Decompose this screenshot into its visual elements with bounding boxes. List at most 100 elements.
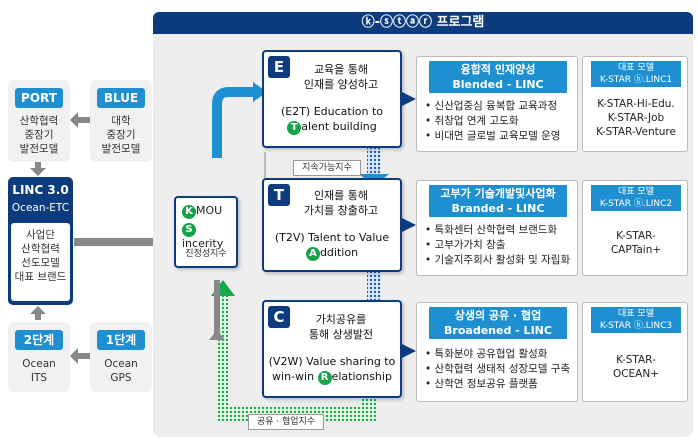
row-c-model: 대표 모델 K-STAR ⓑ.LINC3 K-STAR- OCEAN+	[582, 302, 688, 402]
row-c-model-head-1: 대표 모델	[618, 309, 654, 319]
row-c-model-head-2: K-STAR ⓑ.LINC3	[599, 321, 673, 331]
program-title: ⓚ-ⓢⓣⓐⓡ 프로그램	[153, 12, 693, 34]
row-e-dot-text: alent building	[301, 120, 377, 133]
row-c-dot-pre: win-win	[272, 370, 318, 383]
linc-label: LINC 3.0	[12, 183, 69, 197]
linc-text-2: 산학협력	[21, 243, 60, 255]
row-c-card: C 가치공유를 통해 상생발전 (V2W) Value sharing to w…	[262, 300, 402, 398]
row-e-model-head-2: K-STAR ⓑ.LINC1	[599, 75, 673, 85]
row-t-connector	[402, 218, 416, 232]
row-c-dot: R	[317, 371, 332, 385]
ks-caption: 진정성지수	[185, 249, 227, 259]
row-t-card: T 인재를 통해 가치를 창출하고 (T2V) Talent to Value …	[262, 178, 402, 272]
row-e-card-1: 교육을 통해	[313, 63, 369, 76]
linc-sub: Ocean-ETC	[11, 202, 70, 214]
arrow-blue-to-port	[70, 112, 90, 128]
port-text-2: 중장기	[24, 129, 54, 141]
stage1-text-2: GPS	[110, 372, 132, 384]
arrow-port-to-linc	[30, 162, 46, 176]
arrow-linc-to-program	[74, 232, 170, 252]
row-e-bullet-1: • 신산업중심 융복합 교육과정	[425, 100, 558, 112]
row-t-bullet-1: • 특화센터 산학협력 브랜드화	[425, 224, 558, 236]
linc-text-1: 사업단	[26, 229, 55, 241]
row-t-dot: A	[305, 247, 320, 261]
blue-text-1: 대학	[111, 115, 131, 127]
row-c-head: 상생의 공유 · 협업 Broadened - LINC	[429, 307, 567, 339]
row-t-model-2: CAPTain+	[610, 244, 662, 256]
row-t-dot-text: ddition	[319, 246, 359, 259]
row-e-model-1: K-STAR-Hi-Edu.	[597, 98, 675, 110]
row-c-dot-text: elationship	[331, 370, 392, 383]
row-e-head-2: Blended - LINC	[452, 78, 544, 91]
row-t-letter: T	[268, 184, 290, 206]
blue-text-2: 중장기	[106, 129, 136, 141]
row-e-model-2: K-STAR-Job	[607, 112, 665, 124]
row-e-bullet-3: • 비대면 글로벌 교육모델 운영	[425, 130, 561, 142]
row-t-model-head: 대표 모델 K-STAR ⓑ.LINC2	[591, 185, 681, 211]
row-e-model-3: K-STAR-Venture	[596, 126, 676, 138]
row-c-card-2: 통해 상생발전	[308, 328, 374, 341]
row-e-card-3: (E2T) Education to	[280, 105, 384, 118]
row-e-letter: E	[268, 56, 290, 78]
row-t-bullet-2: • 고부가가치 창출	[425, 239, 506, 251]
linc-box: LINC 3.0 Ocean-ETC 사업단 산학협력 선도모델 대표 브랜드	[8, 177, 73, 305]
port-label: PORT	[15, 88, 63, 108]
row-c-head-2: Broadened - LINC	[444, 324, 552, 337]
row-t-model-1: K-STAR-	[616, 230, 656, 242]
row-c-model-2: OCEAN+	[612, 368, 660, 380]
port-box: PORT 산학협력 중장기 발전모델	[8, 80, 70, 162]
row-c-head-1: 상생의 공유 · 협업	[454, 309, 542, 322]
sustain-index-label: 지속가능지수	[293, 160, 361, 176]
stage1-text-1: Ocean	[104, 358, 138, 370]
blue-label: BLUE	[97, 88, 145, 108]
row-e-model-head: 대표 모델 K-STAR ⓑ.LINC1	[591, 61, 681, 87]
k-dot: K	[182, 205, 196, 219]
s-text: incerity	[182, 237, 224, 250]
row-c-bullet-1: • 특화분야 공유협업 활성화	[425, 348, 548, 360]
row-t-bullet-3: • 기술지주회사 활성화 및 자립화	[425, 254, 571, 266]
row-e-model: 대표 모델 K-STAR ⓑ.LINC1 K-STAR-Hi-Edu. K-ST…	[582, 56, 688, 152]
share-index-label: 공유 · 협업지수	[248, 414, 324, 430]
row-c-model-1: K-STAR-	[616, 354, 656, 366]
row-t-model-head-1: 대표 모델	[618, 187, 654, 197]
stage2-box: 2단계 Ocean ITS	[8, 322, 70, 392]
row-t-head-1: 고부가 기술개발및사업화	[440, 187, 556, 200]
row-e-head: 융합적 인재양성 Blended - LINC	[429, 61, 567, 93]
row-e-card-2: 인재를 양성하고	[303, 78, 379, 91]
linc-text-3: 선도모델	[21, 257, 60, 269]
row-t-card-1: 인재를 통해	[313, 189, 369, 202]
s-row: Sincerity	[182, 222, 236, 250]
row-e-dot: T	[287, 121, 302, 135]
row-c-bullet-3: • 산학연 정보공유 플랫폼	[425, 378, 538, 390]
row-e-connector	[402, 92, 416, 106]
row-c-detail: 상생의 공유 · 협업 Broadened - LINC • 특화분야 공유협업…	[416, 302, 578, 402]
port-text-3: 발전모델	[19, 143, 59, 155]
row-c-model-head: 대표 모델 K-STAR ⓑ.LINC3	[591, 307, 681, 333]
row-c-card-1: 가치공유를	[315, 313, 367, 326]
arrow-stage2-to-linc	[30, 306, 46, 320]
linc-text-4: 대표 브랜드	[14, 271, 67, 283]
stage1-box: 1단계 Ocean GPS	[90, 322, 152, 392]
row-e-detail: 융합적 인재양성 Blended - LINC • 신산업중심 융복합 교육과정…	[416, 56, 578, 152]
row-t-model: 대표 모델 K-STAR ⓑ.LINC2 K-STAR- CAPTain+	[582, 180, 688, 276]
stage1-label: 1단계	[97, 330, 145, 350]
row-c-connector	[402, 344, 416, 358]
stage2-text-1: Ocean	[22, 358, 56, 370]
stage2-text-2: ITS	[30, 372, 48, 384]
k-text: MOU	[196, 204, 223, 217]
row-t-head: 고부가 기술개발및사업화 Branded - LINC	[429, 185, 567, 217]
arrow-stage1-to-stage2	[70, 348, 90, 364]
row-t-model-head-2: K-STAR ⓑ.LINC2	[599, 199, 673, 209]
row-t-card-3: (T2V) Talent to Value	[274, 231, 390, 244]
row-t-card-2: 가치를 창출하고	[303, 204, 379, 217]
row-c-card-3: (V2W) Value sharing to	[268, 355, 396, 368]
row-t-detail: 고부가 기술개발및사업화 Branded - LINC • 특화센터 산학협력 …	[416, 180, 578, 276]
blue-box: BLUE 대학 중장기 발전모델	[90, 80, 152, 162]
row-c-bullet-2: • 산학협력 생태적 성장모델 구축	[425, 363, 571, 375]
row-e-model-head-1: 대표 모델	[618, 63, 654, 73]
